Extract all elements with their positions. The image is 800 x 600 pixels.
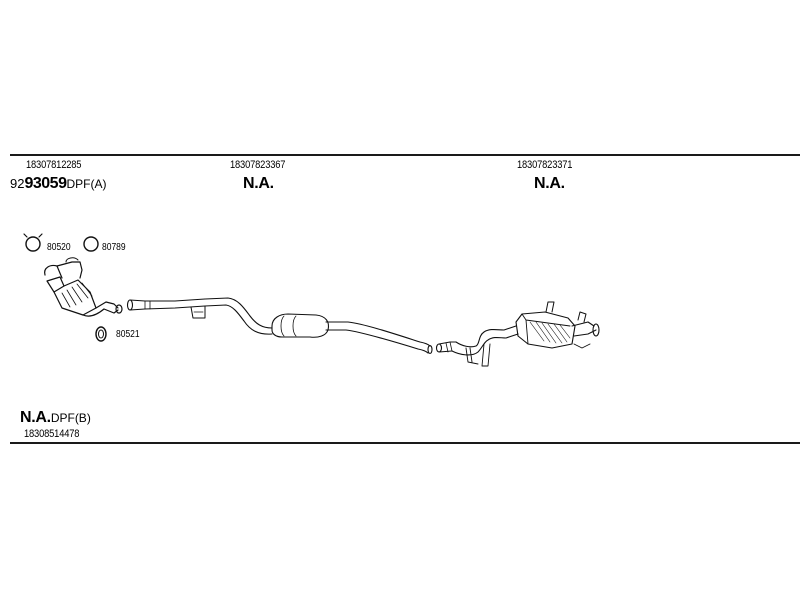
bottom-divider — [10, 442, 800, 444]
clamp-80520-icon — [23, 233, 43, 252]
part-number-catalyst: 18307812285 — [26, 159, 82, 171]
part-number-middle-pipe: 18307823367 — [230, 159, 286, 171]
dpf-b-code-suffix: DPF(B) — [50, 411, 91, 425]
rear-muffler-code: N.A. — [534, 175, 565, 192]
clamp-80521-icon — [95, 326, 107, 342]
catalyst-dpf-unit — [44, 257, 123, 317]
clamp-label-80789: 80789 — [102, 242, 126, 253]
clamp-80789-icon — [83, 236, 99, 252]
catalyst-code-suffix: DPF(A) — [66, 177, 107, 191]
clamp-label-80521: 80521 — [116, 329, 140, 340]
catalyst-code-main: 93059 — [24, 175, 67, 192]
dpf-b-code: N.A.DPF(B) — [20, 409, 91, 427]
catalyst-code-prefix: 92 — [10, 176, 25, 191]
dpf-b-code-main: N.A. — [20, 409, 51, 426]
middle-pipe-code: N.A. — [243, 175, 274, 192]
clamp-label-80520: 80520 — [47, 242, 71, 253]
middle-pipe — [126, 297, 433, 355]
part-number-rear-muffler: 18307823371 — [517, 159, 573, 171]
part-number-dpf-b: 18308514478 — [24, 428, 80, 440]
catalyst-code: 9293059DPF(A) — [10, 175, 106, 193]
rear-muffler-section — [435, 301, 600, 367]
top-divider — [10, 154, 800, 156]
